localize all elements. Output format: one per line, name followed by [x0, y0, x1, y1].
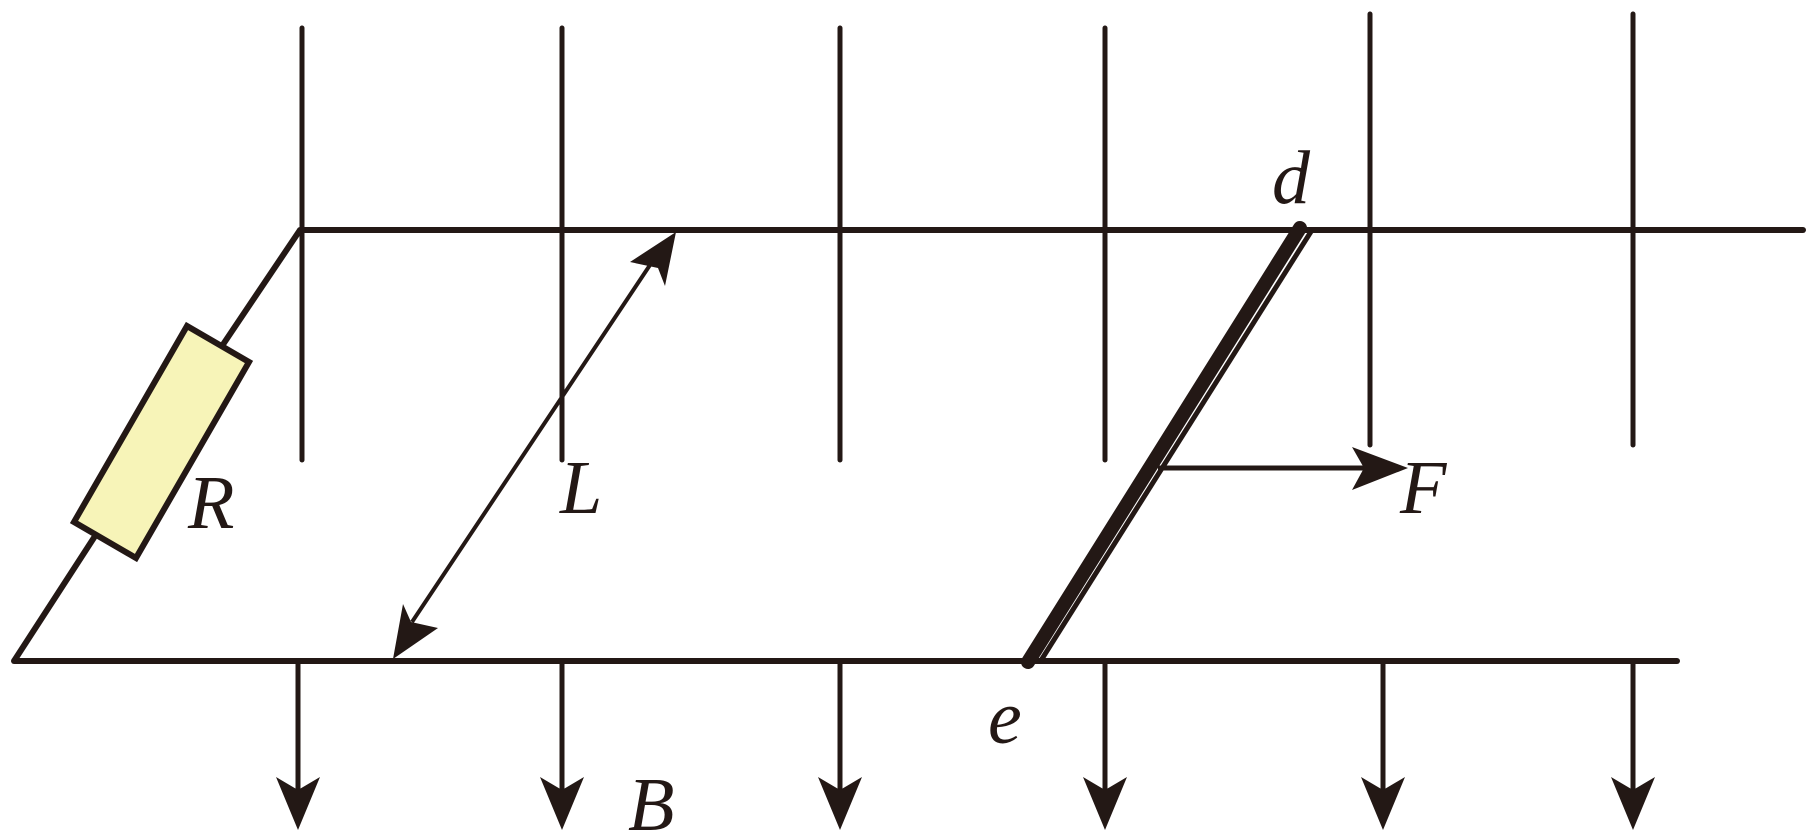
resistor	[69, 321, 254, 563]
left-connector-upper	[219, 228, 303, 348]
length-label: L	[559, 446, 602, 530]
length-arrowhead-top	[630, 232, 676, 286]
rod-bottom-label: e	[988, 676, 1022, 760]
length-line	[410, 248, 662, 624]
field-arrowhead-3	[818, 777, 862, 830]
force-label: F	[1399, 446, 1448, 530]
length-dimension	[393, 232, 676, 659]
force-arrow	[1158, 447, 1408, 490]
field-arrowhead-1	[276, 777, 320, 830]
left-connector-lower	[11, 531, 100, 663]
length-arrowhead-bottom	[393, 604, 438, 659]
field-arrowhead-6	[1611, 777, 1655, 830]
field-arrowhead-4	[1083, 777, 1127, 830]
field-arrowhead-2	[540, 777, 584, 830]
field-label: B	[628, 763, 674, 840]
field-arrowhead-5	[1361, 777, 1405, 830]
field-lines-upper	[299, 11, 1636, 463]
force-arrowhead	[1352, 447, 1408, 490]
rod-top-label: d	[1272, 136, 1311, 220]
resistor-label: R	[187, 461, 234, 545]
rod-guide-line	[1037, 228, 1315, 664]
conducting-rod	[1021, 221, 1307, 669]
field-arrowheads-lower	[276, 777, 1655, 830]
field-arrows-lower	[295, 661, 1636, 790]
